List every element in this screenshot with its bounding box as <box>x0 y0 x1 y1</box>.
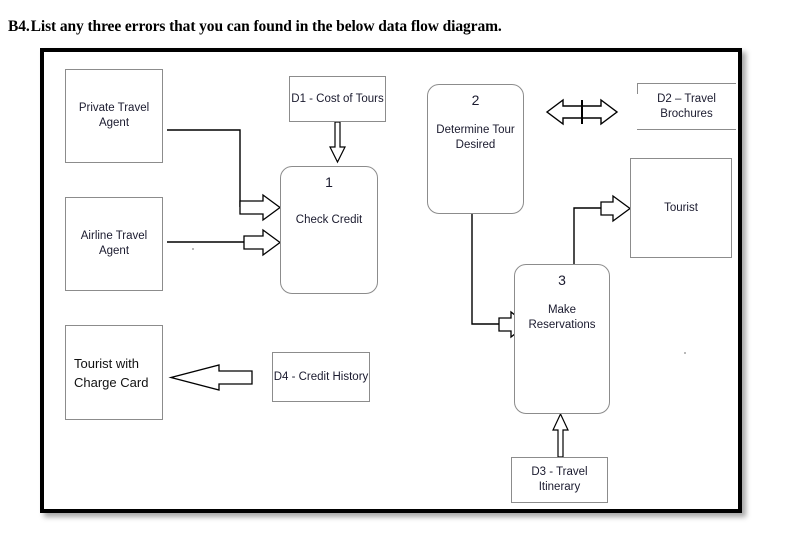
data-store-d4[interactable]: D4 - Credit History <box>272 352 370 402</box>
diagram-frame: Private Travel Agent Airline Travel Agen… <box>40 48 742 513</box>
process-determine-tour-desired-number: 2 <box>471 92 480 108</box>
flow-d3-to-make-reservations <box>552 412 569 458</box>
process-check-credit-label: Check Credit <box>295 214 363 226</box>
data-store-d2-left-tick <box>637 83 638 94</box>
entity-tourist[interactable]: Tourist <box>630 158 732 258</box>
flow-d4-to-tourist-with-charge-card <box>168 364 253 391</box>
process-make-reservations-number: 3 <box>558 272 566 288</box>
process-make-reservations-label: Make Reservations <box>528 304 596 331</box>
process-make-reservations[interactable]: 3 Make Reservations <box>514 264 610 414</box>
data-store-d1[interactable]: D1 - Cost of Tours <box>289 76 386 122</box>
flow-d2-bidirectional <box>545 98 619 126</box>
data-flow-diagram: Private Travel Agent Airline Travel Agen… <box>44 52 738 509</box>
entity-airline-travel-agent-label: Airline Travel Agent <box>80 230 148 257</box>
question-heading: B4.List any three errors that you can fo… <box>8 18 502 36</box>
entity-private-travel-agent[interactable]: Private Travel Agent <box>65 69 163 163</box>
process-determine-tour-desired-label: Determine Tour Desired <box>436 124 515 151</box>
data-store-d2-bottom-rule <box>637 129 736 130</box>
question-text: List any three errors that you can found… <box>30 18 502 35</box>
process-determine-tour-desired[interactable]: 2 Determine Tour Desired <box>427 84 524 214</box>
entity-tourist-label: Tourist <box>664 201 698 214</box>
process-check-credit[interactable]: 1 Check Credit <box>280 166 378 294</box>
question-number: B4. <box>8 18 30 35</box>
data-store-d3-label: D3 - Travel Itinerary <box>531 466 588 493</box>
entity-tourist-with-charge-card-label: Tourist with Charge Card <box>74 355 149 390</box>
data-store-d2[interactable]: D2 – Travel Brochures <box>637 83 736 130</box>
data-store-d4-label: D4 - Credit History <box>273 370 369 383</box>
process-check-credit-number: 1 <box>325 174 333 190</box>
scan-speck <box>192 248 194 250</box>
entity-airline-travel-agent[interactable]: Airline Travel Agent <box>65 197 163 291</box>
entity-tourist-with-charge-card[interactable]: Tourist with Charge Card <box>65 325 163 420</box>
flow-d1-to-check-credit <box>329 121 346 164</box>
data-store-d2-top-rule <box>637 83 736 84</box>
data-store-d2-label: D2 – Travel Brochures <box>657 92 716 120</box>
data-store-d3[interactable]: D3 - Travel Itinerary <box>511 457 608 503</box>
flow-airline-agent-to-check-credit <box>167 228 282 257</box>
data-store-d1-label: D1 - Cost of Tours <box>291 92 384 105</box>
entity-private-travel-agent-label: Private Travel Agent <box>78 102 150 129</box>
scan-speck <box>684 352 686 354</box>
flow-private-agent-to-check-credit <box>167 129 282 222</box>
